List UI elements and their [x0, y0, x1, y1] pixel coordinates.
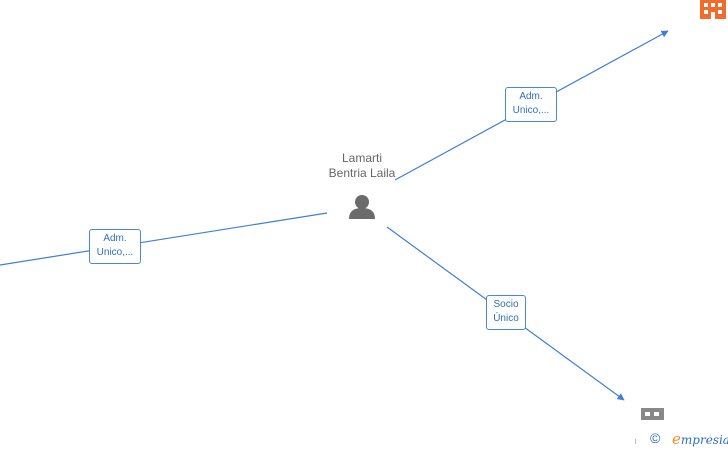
brand-name: mpresia — [680, 433, 728, 447]
company-inactive-icon[interactable] — [641, 408, 664, 420]
relation-label-line1: Adm. — [103, 233, 127, 244]
relation-label-line2: Único — [493, 313, 519, 324]
relation-label-left[interactable]: Adm. Unico,... — [89, 229, 141, 264]
relation-label-line1: Socio — [493, 299, 519, 310]
relation-label-line2: Unico,... — [96, 247, 134, 258]
person-icon[interactable] — [349, 195, 375, 219]
relation-label-line1: Adm. — [519, 91, 543, 102]
footer-divider — [635, 439, 636, 444]
copyright-icon: © — [650, 430, 661, 446]
relation-label-right[interactable]: Socio Único — [486, 295, 526, 330]
brand-initial: e — [672, 430, 681, 448]
person-name-line1: Lamarti — [341, 151, 382, 165]
relation-label-line2: Unico,... — [512, 105, 550, 116]
company-building-icon[interactable] — [700, 0, 726, 19]
edge-from-left — [0, 212, 328, 266]
person-name-label[interactable]: Lamarti Bentria Laila — [312, 151, 412, 181]
person-name-line2: Bentria Laila — [328, 166, 396, 180]
relation-label-top[interactable]: Adm. Unico,... — [505, 87, 557, 122]
brand-logo[interactable]: empresia — [672, 430, 728, 448]
